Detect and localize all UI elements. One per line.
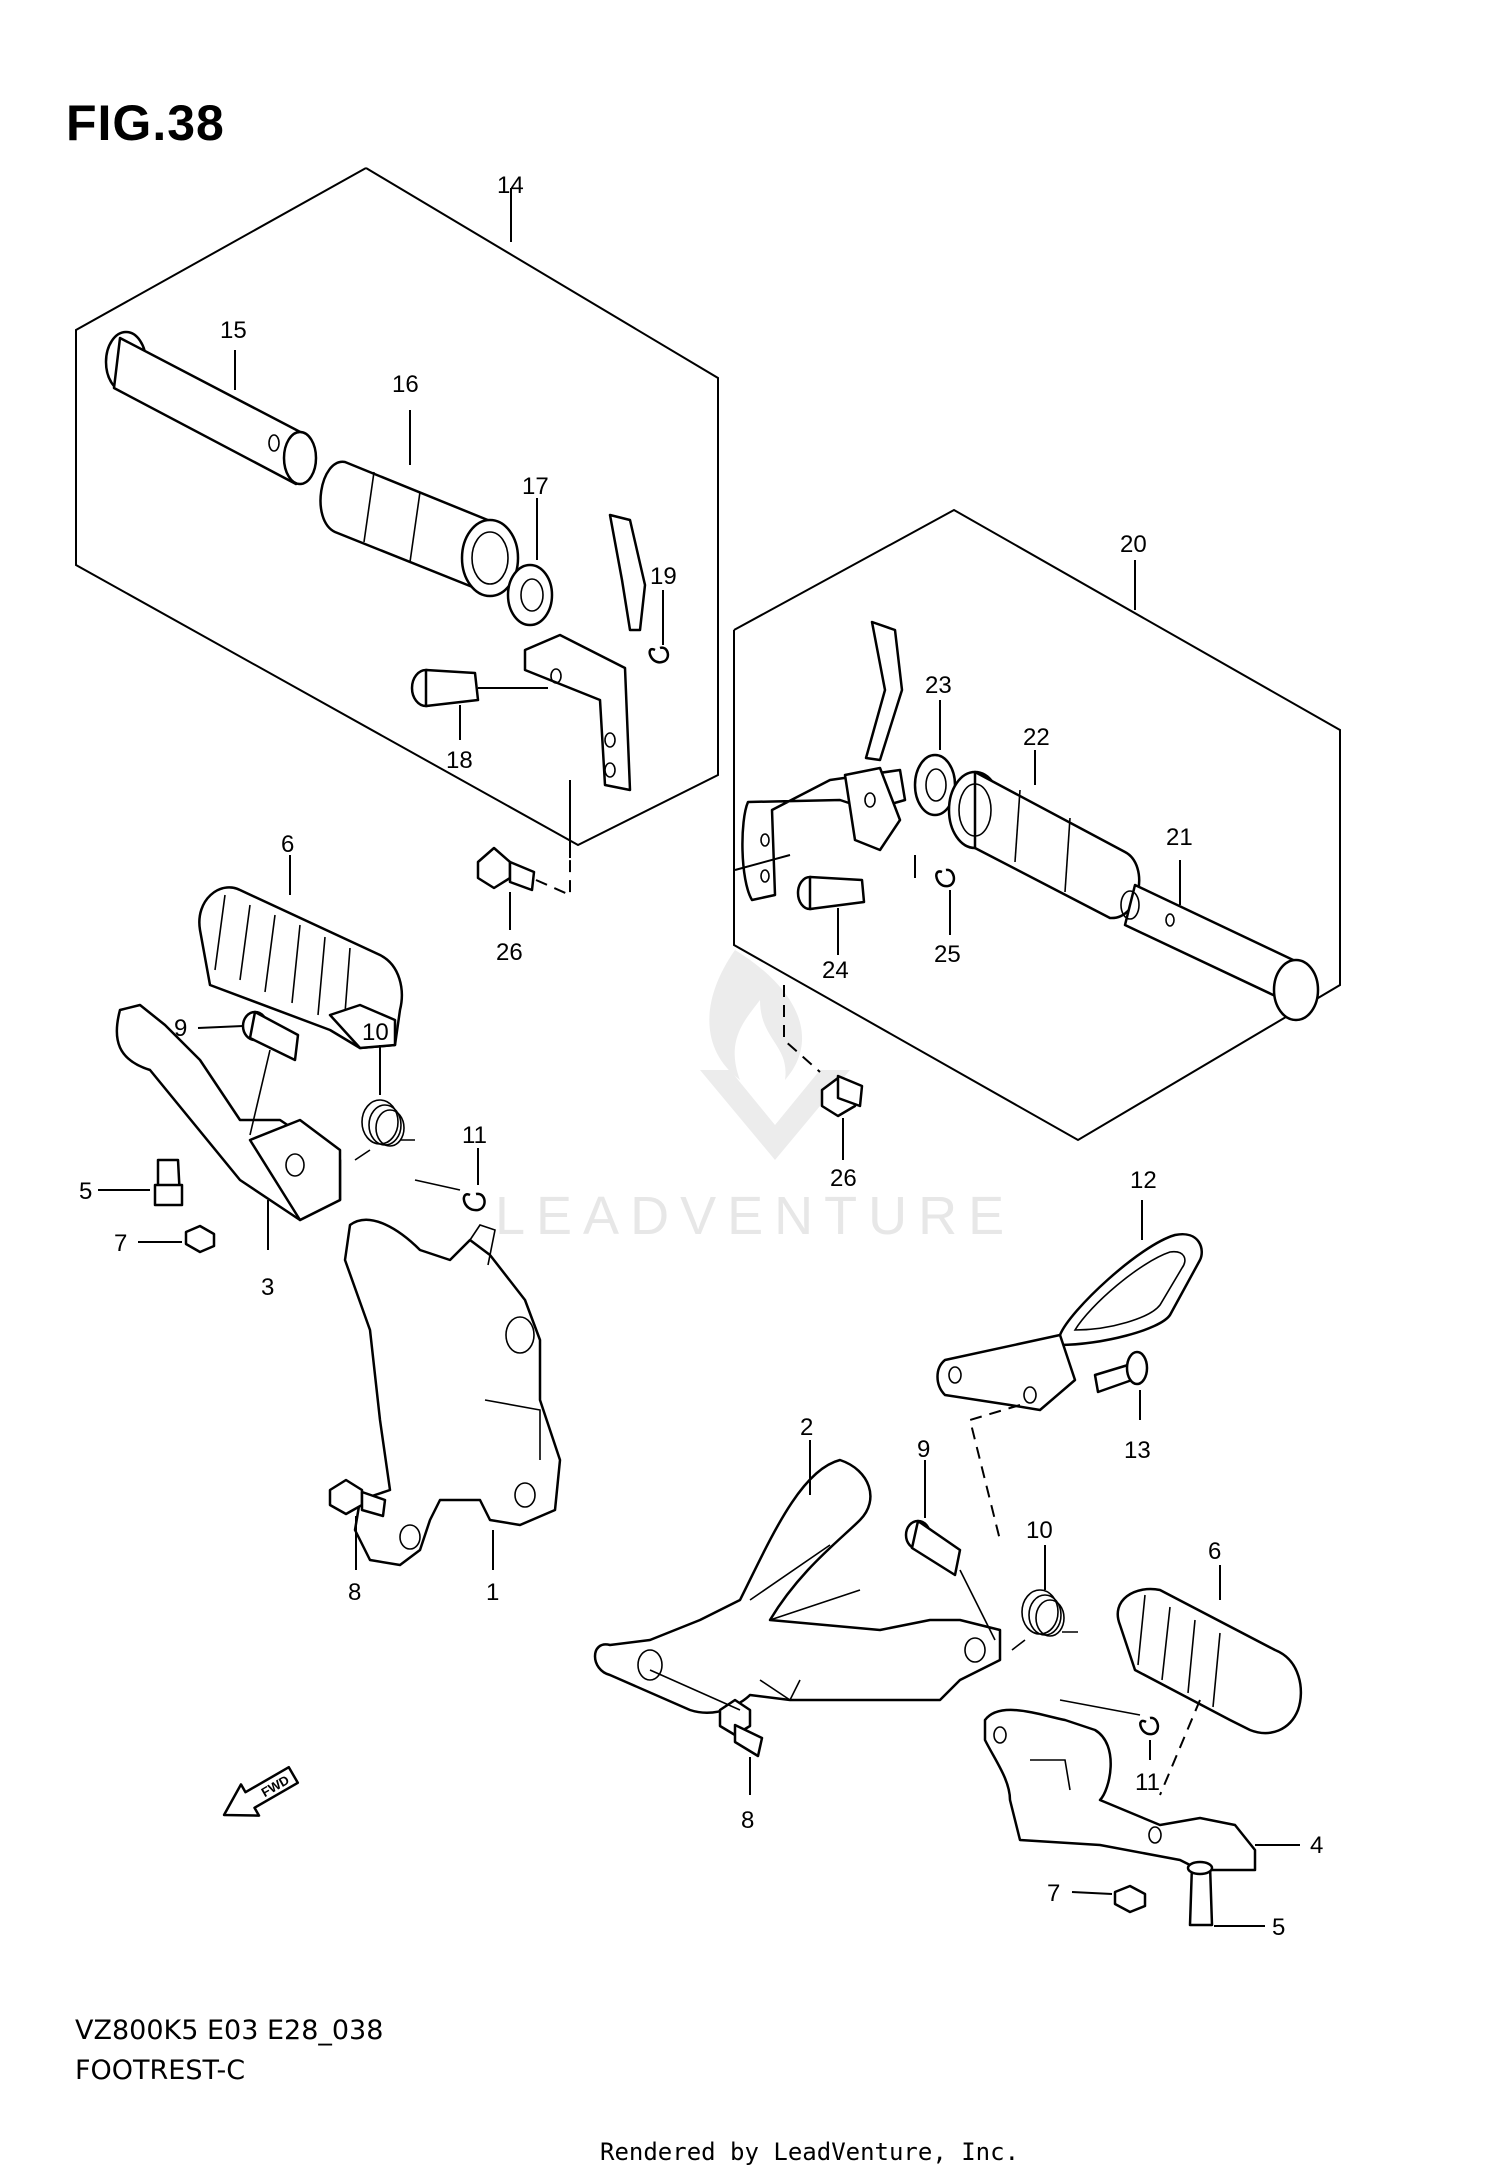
part-2-footrest-holder-right xyxy=(593,1440,1002,1714)
callout-15: 15 xyxy=(220,317,247,344)
callout-1: 1 xyxy=(486,1579,499,1606)
callout-16: 16 xyxy=(392,371,419,398)
callout-5-right: 5 xyxy=(1272,1914,1285,1941)
part-26-bolt-right xyxy=(783,985,864,1160)
callout-3: 3 xyxy=(261,1274,274,1301)
part-18-pin xyxy=(410,668,548,740)
callout-11-right: 11 xyxy=(1135,1769,1160,1796)
callout-21: 21 xyxy=(1166,824,1193,851)
part-12-heel-plate xyxy=(936,1200,1203,1541)
callout-6-left: 6 xyxy=(281,831,294,858)
part-22-footrest-rubber xyxy=(947,750,1141,920)
callout-13: 13 xyxy=(1124,1437,1151,1464)
part-4-footrest-bracket-right xyxy=(983,1708,1300,1872)
figure-title: FIG.38 xyxy=(66,95,225,151)
part-10-spring-right xyxy=(1011,1545,1078,1651)
part-17-washer xyxy=(506,498,554,627)
callout-9-right: 9 xyxy=(917,1436,930,1463)
part-23-washer xyxy=(913,700,957,817)
fwd-arrow-icon: FWD xyxy=(222,1765,300,1817)
callout-26-upper: 26 xyxy=(496,939,523,966)
part-24-pin xyxy=(734,854,866,955)
callout-8-left: 8 xyxy=(348,1579,361,1606)
part-footrest-bracket-upper xyxy=(523,513,647,792)
assembly-14-outline xyxy=(75,167,719,847)
callout-5-left: 5 xyxy=(79,1178,92,1205)
assembly-20-outline xyxy=(733,508,1341,1142)
part-9-pin-right xyxy=(904,1460,996,1641)
callout-20: 20 xyxy=(1120,531,1147,558)
render-credit: Rendered by LeadVenture, Inc. xyxy=(600,2138,1020,2166)
callout-22: 22 xyxy=(1023,724,1050,751)
part-5-bolt-right xyxy=(1186,1860,1265,1927)
section-name: FOOTREST-C xyxy=(75,2055,246,2086)
callout-7-left: 7 xyxy=(114,1230,127,1257)
part-10-spring-left xyxy=(354,1045,415,1161)
part-8-bolt-right xyxy=(649,1669,764,1795)
part-3-footrest-bracket-left xyxy=(115,1003,342,1250)
part-26-bolt-upper xyxy=(476,780,571,930)
callout-23: 23 xyxy=(925,672,952,699)
part-25-clip xyxy=(914,855,956,935)
callout-6-right: 6 xyxy=(1208,1538,1221,1565)
part-9-pin-left xyxy=(197,1010,300,1136)
part-8-bolt-left xyxy=(328,1478,387,1570)
callout-10-left: 10 xyxy=(362,1019,389,1046)
callout-18: 18 xyxy=(446,747,473,774)
callout-14: 14 xyxy=(497,172,524,199)
watermark-logo xyxy=(700,950,850,1160)
part-11-clip-right xyxy=(1059,1699,1201,1796)
part-19-clip xyxy=(648,590,670,664)
callout-19: 19 xyxy=(650,563,677,590)
callout-12: 12 xyxy=(1130,1167,1157,1194)
part-11-clip-left xyxy=(414,1148,486,1212)
callout-9-left: 9 xyxy=(174,1015,187,1042)
part-1-footrest-holder-left xyxy=(343,1218,562,1570)
callout-10-right: 10 xyxy=(1026,1517,1053,1544)
part-6-footpeg-rubber-right xyxy=(1116,1565,1303,1735)
callout-7-right: 7 xyxy=(1047,1880,1060,1907)
watermark-text: LEADVENTURE xyxy=(495,1186,1016,1246)
callout-labels: 14 15 16 17 19 18 26 20 23 22 21 24 25 2… xyxy=(79,172,1323,1941)
part-13-bolt xyxy=(1093,1350,1149,1420)
callout-2: 2 xyxy=(800,1414,813,1441)
callout-17: 17 xyxy=(522,473,549,500)
callout-11-left: 11 xyxy=(462,1122,487,1149)
part-7-nut-right xyxy=(1071,1884,1147,1914)
part-footrest-bracket-right xyxy=(741,620,907,902)
part-16-footrest-rubber xyxy=(319,410,520,598)
part-21-footrest-shaft xyxy=(1120,860,1320,1022)
part-5-bolt-left xyxy=(98,1158,184,1207)
part-7-nut-left xyxy=(138,1224,216,1254)
callout-8-right: 8 xyxy=(741,1807,754,1834)
callout-24: 24 xyxy=(822,957,849,984)
part-15-footrest-shaft xyxy=(104,330,318,486)
part-6-footpeg-rubber-left xyxy=(198,855,404,1050)
callout-25: 25 xyxy=(934,941,961,968)
model-code: VZ800K5 E03 E28_038 xyxy=(75,2015,384,2046)
callout-26-right: 26 xyxy=(830,1165,857,1192)
callout-4: 4 xyxy=(1310,1832,1323,1859)
